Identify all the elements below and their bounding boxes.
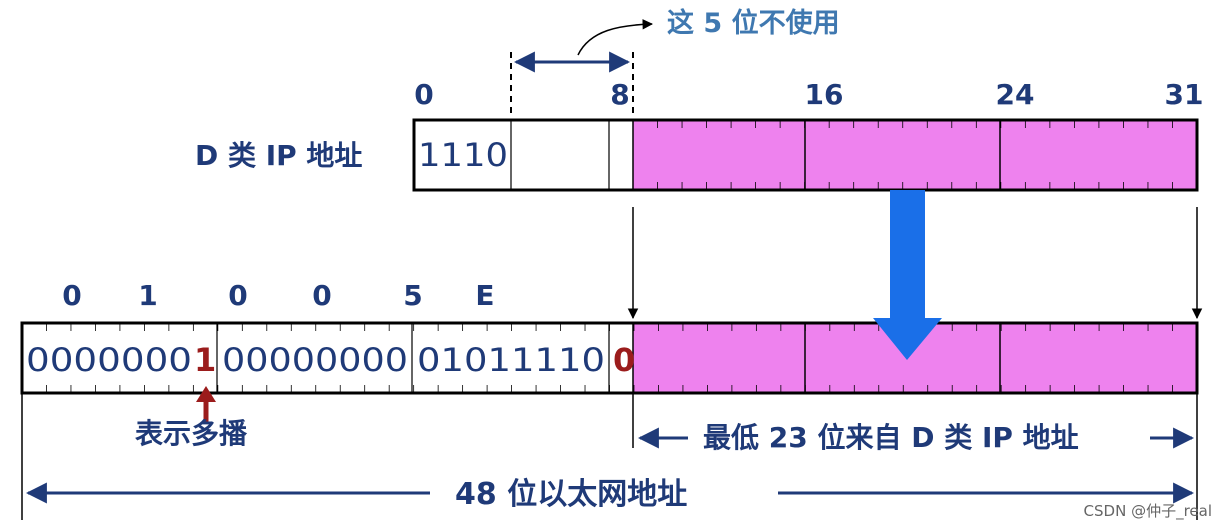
ethernet-unused-bit: 0 (613, 341, 635, 379)
hex-digit-labels: 0 1 0 0 5 E (62, 279, 494, 312)
mapping-big-arrow (873, 190, 942, 360)
hex-digit-3: 0 (228, 279, 247, 312)
hex-digit-2: 1 (138, 279, 157, 312)
unused-note-pointer (577, 19, 654, 56)
hex-digit-1: 0 (62, 279, 81, 312)
bit-pos-24: 24 (996, 78, 1035, 111)
bit-pos-0: 0 (414, 78, 433, 111)
hex-digit-6: E (475, 279, 494, 312)
bit-pos-16: 16 (805, 78, 844, 111)
multicast-indicator-head (196, 386, 216, 402)
ethernet-bits-group-3: 01011110 (417, 341, 605, 379)
multicast-bit: 1 (194, 341, 216, 379)
class-d-prefix-bits: 1110 (418, 136, 508, 174)
bit-position-labels: 0 8 16 24 31 (414, 78, 1203, 111)
class-d-label: D 类 IP 地址 (195, 139, 362, 172)
unused-bits-note: 这 5 位不使用 (667, 7, 840, 39)
ethernet-bits-group-1: 0000000 (26, 341, 192, 379)
multicast-label: 表示多播 (135, 417, 248, 450)
low23-label: 最低 23 位来自 D 类 IP 地址 (703, 421, 1079, 454)
hex-digit-4: 0 (312, 279, 331, 312)
mac48-label: 48 位以太网地址 (455, 477, 687, 512)
csdn-watermark: CSDN @仲子_real (1084, 502, 1212, 521)
ethernet-bits-group-2: 00000000 (222, 341, 408, 379)
bit-pos-31: 31 (1165, 78, 1204, 111)
hex-digit-5: 5 (403, 279, 422, 312)
bit-pos-8: 8 (610, 78, 629, 111)
class-d-pink-region (633, 120, 1197, 190)
